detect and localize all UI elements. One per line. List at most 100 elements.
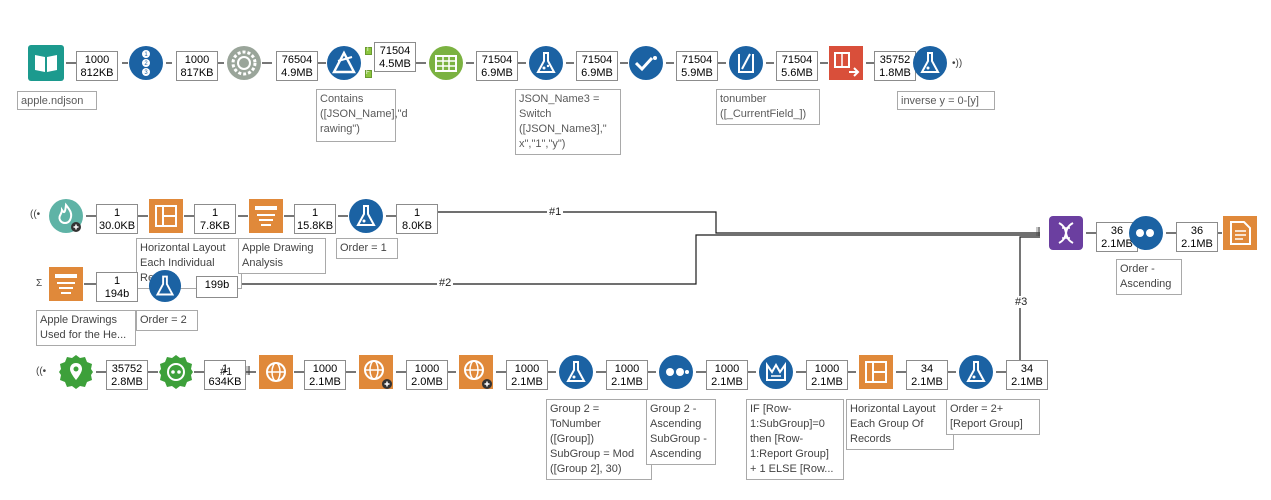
- svg-text:3: 3: [144, 70, 148, 76]
- connection-label: #3: [1013, 296, 1030, 308]
- map-tool-3[interactable]: [458, 354, 494, 390]
- flask-icon: [559, 355, 593, 389]
- dna-icon: [1049, 216, 1083, 250]
- multi-field-formula-tool[interactable]: [728, 45, 764, 81]
- json-parse-tool[interactable]: [226, 45, 262, 81]
- map-input-tool[interactable]: [258, 354, 294, 390]
- annotation-formula-4: Order = 2: [136, 310, 198, 331]
- spatial-process-tool[interactable]: [158, 354, 194, 390]
- flask-icon: [913, 46, 947, 80]
- connection-link-icon: ⫼: [246, 366, 251, 377]
- formula-tool-5[interactable]: [558, 354, 594, 390]
- formula-tool-4[interactable]: [148, 269, 182, 303]
- crown-icon: [759, 355, 793, 389]
- layout-icon: [859, 355, 893, 389]
- layout-tool[interactable]: [148, 198, 184, 234]
- sort-dots-icon: [659, 355, 693, 389]
- formula-tool-3[interactable]: [348, 198, 384, 234]
- transpose-icon: [829, 46, 863, 80]
- browse-render-tool[interactable]: [48, 198, 84, 234]
- globe-plus-icon: [459, 355, 493, 389]
- map-pin-icon: [59, 355, 93, 389]
- wireless-input-icon[interactable]: ((•: [30, 209, 41, 220]
- record-id-tool[interactable]: 1 2 3: [128, 45, 164, 81]
- layout-tool-2[interactable]: [858, 354, 894, 390]
- flask-icon: [529, 46, 563, 80]
- svg-text:2: 2: [144, 61, 148, 67]
- book-icon: [28, 45, 64, 81]
- wireless-input-icon-3[interactable]: ((•: [36, 366, 47, 377]
- annotation-multifield: tonumber ([_CurrentField_]): [716, 89, 820, 125]
- spatial-create-point-tool[interactable]: [58, 354, 94, 390]
- formula-tool-6[interactable]: [958, 354, 994, 390]
- report-text-tool[interactable]: [248, 198, 284, 234]
- svg-text:1: 1: [144, 52, 148, 58]
- false-anchor[interactable]: F: [365, 70, 372, 78]
- annotation-sort: Group 2 - Ascending SubGroup - Ascending: [646, 399, 716, 465]
- annotation-report-text-2: Apple Drawings Used for the He...: [36, 310, 136, 346]
- formula-tool-2[interactable]: [912, 45, 948, 81]
- wireless-input-icon-2[interactable]: Σ: [36, 278, 43, 289]
- true-anchor[interactable]: T: [365, 47, 372, 55]
- annotation-formula-5: Group 2 = ToNumber ([Group]) SubGroup = …: [546, 399, 652, 480]
- filter-triangle-icon: [327, 46, 361, 80]
- connection-label: #1: [547, 206, 564, 218]
- table-columns-icon: [429, 46, 463, 80]
- filter-tool[interactable]: [326, 45, 362, 81]
- wireless-output-icon[interactable]: •)): [952, 58, 963, 69]
- annotation-layout-2: Horizontal Layout Each Group Of Records: [846, 399, 954, 450]
- map-tool-2[interactable]: [358, 354, 394, 390]
- annotation-formula-6: Order = 2+ [Report Group]: [946, 399, 1040, 435]
- beaker-icon: [729, 46, 763, 80]
- annotation-multi-row: IF [Row- 1:SubGroup]=0 then [Row- 1:Repo…: [746, 399, 844, 480]
- multi-row-formula-tool[interactable]: [758, 354, 794, 390]
- connection-label: #1: [220, 366, 233, 378]
- sort-tool-2[interactable]: [1128, 215, 1164, 251]
- formula-tool[interactable]: [528, 45, 564, 81]
- numbered-list-icon: 1 2 3: [129, 46, 163, 80]
- report-text-icon: [249, 199, 283, 233]
- spatial-nodes-icon: [159, 355, 193, 389]
- report-text-tool-2[interactable]: [48, 266, 84, 302]
- input-data-tool[interactable]: [28, 45, 64, 81]
- transpose-tool[interactable]: [828, 45, 864, 81]
- flask-icon: [148, 269, 182, 303]
- report-text-icon: [49, 267, 83, 301]
- multi-input-anchor[interactable]: ⫼: [1036, 227, 1041, 238]
- flame-icon: [49, 199, 83, 233]
- select-tool[interactable]: [628, 45, 664, 81]
- union-tool[interactable]: [1048, 215, 1084, 251]
- layout-icon: [149, 199, 183, 233]
- annotation-filter: Contains ([JSON_Name],"d rawing"): [316, 89, 408, 142]
- document-icon: [1223, 216, 1257, 250]
- checkmark-icon: [629, 46, 663, 80]
- annotation-sort-2: Order - Ascending: [1116, 259, 1182, 295]
- text-to-columns-tool[interactable]: [428, 45, 464, 81]
- render-tool[interactable]: [1222, 215, 1258, 251]
- sort-tool[interactable]: [658, 354, 694, 390]
- flask-icon: [959, 355, 993, 389]
- annotation-formula-2: inverse y = 0-[y]: [897, 91, 995, 110]
